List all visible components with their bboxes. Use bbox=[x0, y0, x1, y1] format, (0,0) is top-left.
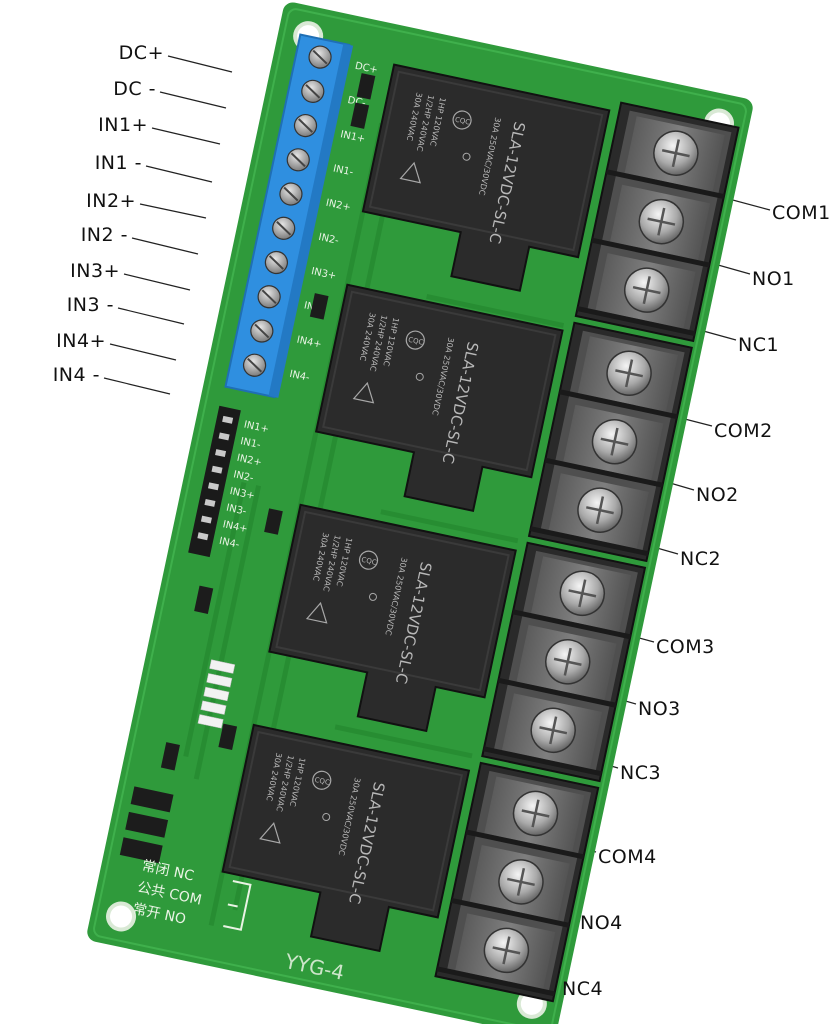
header-pin bbox=[197, 532, 209, 541]
output-terminal-4 bbox=[434, 761, 600, 1003]
relay-cert-mark: CQC bbox=[314, 776, 331, 787]
label-com3: COM3 bbox=[656, 636, 715, 658]
label-in3-minus: IN3 - bbox=[66, 294, 114, 316]
label-nc4: NC4 bbox=[562, 978, 604, 1000]
output-terminal-2 bbox=[527, 321, 693, 563]
output-terminal-blocks bbox=[434, 101, 740, 1003]
label-in4-minus: IN4 - bbox=[52, 364, 100, 386]
pin-header bbox=[188, 405, 241, 558]
silk-header-label: IN3+ bbox=[229, 486, 256, 502]
header-pin bbox=[207, 482, 220, 491]
silk-input-label: IN1+ bbox=[339, 129, 366, 145]
header-pin bbox=[211, 465, 223, 474]
silk-input-label: IN2+ bbox=[325, 198, 352, 214]
label-dc-minus: DC - bbox=[113, 78, 156, 100]
label-in3-plus: IN3+ bbox=[70, 260, 120, 282]
relay-cert-mark: CQC bbox=[407, 336, 424, 347]
silk-input-label: IN1- bbox=[332, 163, 355, 178]
label-no4: NO4 bbox=[580, 912, 623, 934]
silk-header-label: IN3- bbox=[225, 503, 248, 518]
silk-input-label: IN4- bbox=[288, 369, 311, 384]
label-nc3: NC3 bbox=[620, 762, 662, 784]
silk-input-label: DC+ bbox=[354, 61, 379, 77]
output-terminal-3 bbox=[481, 541, 647, 783]
relay-cert-mark: CQC bbox=[454, 116, 471, 127]
silk-input-label: IN3+ bbox=[310, 266, 337, 282]
label-no2: NO2 bbox=[696, 484, 739, 506]
label-in4-plus: IN4+ bbox=[56, 330, 106, 352]
label-in2-minus: IN2 - bbox=[80, 224, 128, 246]
label-in1-minus: IN1 - bbox=[94, 152, 142, 174]
silk-input-label: IN4+ bbox=[296, 335, 323, 351]
label-in2-plus: IN2+ bbox=[86, 190, 136, 212]
label-nc1: NC1 bbox=[738, 334, 780, 356]
silk-header-label: IN1- bbox=[239, 436, 262, 451]
silk-header-label: IN2+ bbox=[236, 453, 263, 469]
silk-header-label: IN2- bbox=[232, 469, 255, 484]
header-pin bbox=[200, 515, 212, 524]
header-pin bbox=[204, 498, 216, 507]
label-in1-plus: IN1+ bbox=[98, 114, 148, 136]
silk-header-label: IN4+ bbox=[222, 519, 249, 535]
output-terminal-1 bbox=[574, 101, 740, 343]
input-terminal-block bbox=[224, 33, 354, 399]
label-com1: COM1 bbox=[772, 202, 831, 224]
label-dc-plus: DC+ bbox=[118, 42, 164, 64]
header-pin bbox=[222, 415, 234, 424]
header-pin bbox=[218, 432, 230, 441]
silk-input-label: IN2- bbox=[317, 232, 340, 247]
label-com4: COM4 bbox=[598, 846, 657, 868]
label-no1: NO1 bbox=[752, 268, 795, 290]
header-pin bbox=[215, 449, 227, 458]
label-no3: NO3 bbox=[638, 698, 681, 720]
silk-header-label: IN4- bbox=[218, 536, 241, 551]
silk-header-label: IN1+ bbox=[243, 419, 270, 435]
relay-cert-mark: CQC bbox=[361, 556, 378, 567]
smd-components bbox=[119, 73, 376, 864]
label-com2: COM2 bbox=[714, 420, 773, 442]
label-nc2: NC2 bbox=[680, 548, 722, 570]
